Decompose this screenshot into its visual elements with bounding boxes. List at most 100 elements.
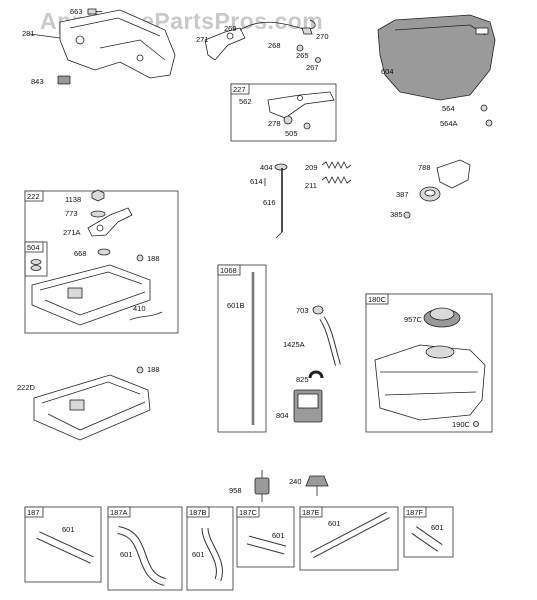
part-773-washer[interactable] (90, 210, 106, 218)
part-211-spring[interactable] (321, 176, 352, 184)
label-958[interactable]: 958 (229, 486, 242, 495)
part-271-lever[interactable] (204, 27, 246, 61)
part-1138-nut[interactable] (91, 189, 105, 202)
label-271[interactable]: 271 (196, 35, 209, 44)
label-265[interactable]: 265 (296, 51, 309, 60)
label-190c[interactable]: 190C (452, 420, 471, 429)
label-601b[interactable]: 601B (227, 301, 245, 310)
part-188-screw-a[interactable] (136, 254, 144, 262)
part-564-screw[interactable] (480, 104, 488, 112)
box-187b-label: 187B (189, 508, 207, 517)
label-804[interactable]: 804 (276, 411, 289, 420)
label-222d[interactable]: 222D (17, 383, 36, 392)
label-410[interactable]: 410 (133, 304, 146, 313)
part-1425a-hose[interactable] (319, 316, 341, 366)
box-504-label: 504 (27, 243, 40, 252)
box-187c-label: 187C (239, 508, 258, 517)
part-825-fitting[interactable] (308, 370, 324, 379)
label-1138[interactable]: 1138 (65, 195, 81, 204)
label-703[interactable]: 703 (296, 306, 309, 315)
label-604[interactable]: 604 (381, 67, 394, 76)
label-788[interactable]: 788 (418, 163, 431, 172)
label-270[interactable]: 270 (316, 32, 329, 41)
label-1425a[interactable]: 1425A (283, 340, 305, 349)
label-773[interactable]: 773 (65, 209, 78, 218)
label-269[interactable]: 269 (224, 24, 237, 33)
label-843[interactable]: 843 (31, 77, 44, 86)
label-564a[interactable]: 564A (440, 119, 458, 128)
box-180c[interactable]: 180C (365, 293, 493, 433)
label-601-187[interactable]: 601 (62, 525, 75, 534)
part-267-screw[interactable] (315, 57, 321, 63)
label-240[interactable]: 240 (289, 477, 302, 486)
part-385-screw[interactable] (403, 211, 411, 219)
label-825[interactable]: 825 (296, 375, 309, 384)
label-209[interactable]: 209 (305, 163, 318, 172)
part-188-screw-b[interactable] (136, 366, 144, 374)
label-267[interactable]: 267 (306, 63, 319, 72)
part-616-rod[interactable] (275, 168, 283, 239)
part-668-spring[interactable] (97, 248, 111, 256)
label-387[interactable]: 387 (396, 190, 409, 199)
part-222-base-frame[interactable] (31, 264, 151, 326)
label-404[interactable]: 404 (260, 163, 273, 172)
label-281[interactable]: 281 (22, 29, 35, 38)
box-180c-label: 180C (368, 295, 387, 304)
box-1068-label: 1068 (220, 266, 237, 275)
label-601-187f[interactable]: 601 (431, 523, 444, 532)
part-209-spring[interactable] (321, 161, 352, 169)
label-614[interactable]: 614 (250, 177, 263, 186)
label-616[interactable]: 616 (263, 198, 276, 207)
box-187f-label: 187F (406, 508, 424, 517)
box-1068[interactable]: 1068 (217, 264, 267, 433)
part-604-shroud[interactable] (377, 14, 496, 101)
part-843-block[interactable] (57, 75, 71, 85)
box-504[interactable]: 504 (24, 241, 48, 277)
part-270-clip[interactable] (301, 27, 313, 35)
box-227-label: 227 (233, 85, 246, 94)
part-804-fuel-filter[interactable] (293, 389, 323, 423)
label-188a[interactable]: 188 (147, 254, 160, 263)
box-187b[interactable]: 187B (186, 506, 234, 591)
part-703-clamp[interactable] (312, 305, 324, 315)
label-601-187c[interactable]: 601 (272, 531, 285, 540)
label-668[interactable]: 668 (74, 249, 87, 258)
part-564a-screw[interactable] (485, 119, 493, 127)
part-190c-screw[interactable] (473, 421, 479, 427)
label-957c[interactable]: 957C (404, 315, 423, 324)
box-187a[interactable]: 187A (107, 506, 183, 591)
part-663-screw[interactable] (87, 8, 102, 15)
box-187f[interactable]: 187F (403, 506, 454, 558)
part-387-sensor[interactable] (419, 186, 441, 202)
label-601-187a[interactable]: 601 (120, 550, 133, 559)
part-265-screw[interactable] (296, 44, 304, 52)
box-187[interactable]: 187 (24, 506, 102, 583)
label-663[interactable]: 663 (70, 7, 83, 16)
part-404-washer[interactable] (274, 163, 288, 171)
label-564[interactable]: 564 (442, 104, 455, 113)
label-562[interactable]: 562 (239, 97, 252, 106)
part-268-cable[interactable] (239, 19, 316, 31)
label-385[interactable]: 385 (390, 210, 403, 219)
label-278[interactable]: 278 (268, 119, 281, 128)
part-fuel-tank[interactable] (374, 344, 486, 421)
part-271a-lever[interactable] (87, 207, 133, 237)
part-240-valve[interactable] (305, 475, 329, 496)
label-268[interactable]: 268 (268, 41, 281, 50)
label-188b[interactable]: 188 (147, 365, 160, 374)
part-958-valve[interactable] (254, 470, 270, 502)
part-957c-fuel-cap[interactable] (423, 307, 461, 328)
label-601-187e[interactable]: 601 (328, 519, 341, 528)
box-227[interactable]: 227 (230, 83, 337, 142)
part-410-wire[interactable] (129, 311, 163, 321)
label-601-187b[interactable]: 601 (192, 550, 205, 559)
label-505[interactable]: 505 (285, 129, 298, 138)
label-211[interactable]: 211 (305, 181, 317, 190)
label-271a[interactable]: 271A (63, 228, 81, 237)
box-187c[interactable]: 187C (236, 506, 295, 568)
part-281-bracket[interactable] (29, 9, 176, 79)
part-788-bracket[interactable] (436, 159, 471, 189)
part-222d-base-frame[interactable] (33, 374, 151, 441)
box-187e[interactable]: 187E (299, 506, 399, 571)
